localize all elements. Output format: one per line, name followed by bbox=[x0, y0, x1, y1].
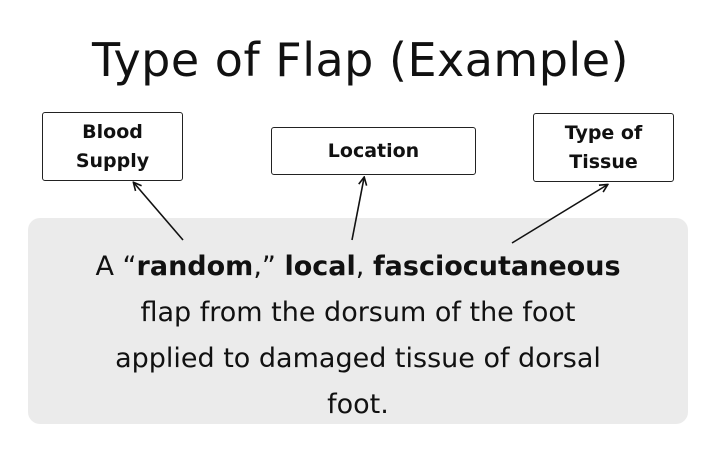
description-line-4: foot. bbox=[327, 389, 389, 420]
line1-comma: , bbox=[355, 251, 373, 282]
blood-supply-label-box: Blood Supply bbox=[42, 112, 183, 181]
fasciocutaneous-term: fasciocutaneous bbox=[372, 251, 621, 282]
type-of-tissue-label-box: Type of Tissue bbox=[533, 113, 674, 182]
location-label-box: Location bbox=[271, 127, 476, 175]
description-text: A “random,” local, fasciocutaneous flap … bbox=[28, 244, 688, 428]
line1-after-random: ,” bbox=[253, 251, 285, 282]
description-line-1: A “random,” local, fasciocutaneous bbox=[28, 244, 688, 290]
description-line-3: applied to damaged tissue of dorsal bbox=[115, 343, 601, 374]
description-panel bbox=[28, 218, 688, 424]
diagram-title: Type of Flap (Example) bbox=[92, 33, 629, 87]
description-line-2: flap from the dorsum of the foot bbox=[140, 297, 576, 328]
line1-prefix: A “ bbox=[95, 251, 137, 282]
random-term: random bbox=[136, 251, 254, 282]
local-term: local bbox=[284, 251, 356, 282]
